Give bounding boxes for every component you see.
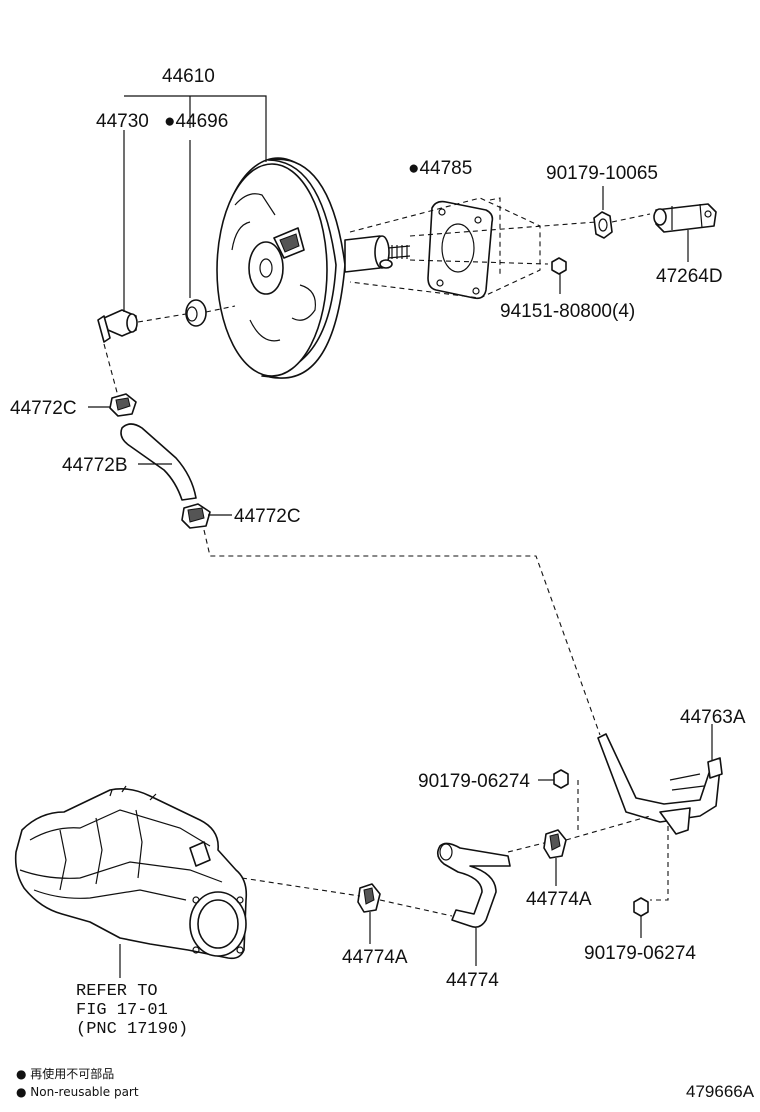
label-44774A-right: 44774A	[526, 889, 592, 910]
label-47264D: 47264D	[656, 266, 723, 287]
label-44696: ●44696	[164, 111, 228, 132]
legend-line-2: ● Non-reusable part	[16, 1085, 139, 1099]
intake-manifold	[14, 785, 248, 960]
check-valve-44730	[97, 309, 138, 343]
vacuum-tube-44763A	[597, 733, 723, 835]
clip-44772C-bottom	[181, 503, 211, 529]
gasket	[427, 200, 494, 300]
label-44774: 44774	[446, 970, 499, 991]
label-90179-06274-a: 90179-06274	[418, 771, 530, 792]
refer-line-1: REFER TO	[76, 982, 158, 1001]
hose-44774	[436, 842, 511, 928]
hose-44772B	[120, 423, 197, 501]
label-94151-80800: 94151-80800(4)	[500, 301, 635, 322]
nut-94151-80800	[551, 257, 567, 275]
clevis-47264D	[653, 203, 717, 233]
label-90179-10065: 90179-10065	[546, 163, 658, 184]
brake-booster	[216, 157, 411, 379]
nut-90179-06274-b	[633, 897, 649, 917]
nut-90179-06274-a	[553, 769, 569, 789]
clip-44772C-top	[109, 393, 137, 417]
label-44772B: 44772B	[62, 455, 128, 476]
clip-44774A-left	[357, 883, 381, 913]
label-44772C-bottom: 44772C	[234, 506, 301, 527]
legend-line-1: ● 再使用不可部品	[16, 1066, 114, 1081]
figure-id: 479666A	[686, 1082, 755, 1101]
mounting-projection	[349, 197, 651, 299]
label-44610: 44610	[162, 66, 215, 87]
label-44763A: 44763A	[680, 707, 746, 728]
clip-44774A-right	[543, 829, 567, 859]
grommet-44696	[185, 299, 207, 327]
refer-line-2: FIG 17-01	[76, 1001, 168, 1020]
label-90179-06274-b: 90179-06274	[584, 943, 696, 964]
refer-line-3: (PNC 17190)	[76, 1020, 188, 1039]
label-44772C-top: 44772C	[10, 398, 77, 419]
label-44730: 44730	[96, 111, 149, 132]
nut-90179-10065	[593, 211, 613, 239]
label-44785: ●44785	[408, 158, 472, 179]
label-44774A-left: 44774A	[342, 947, 408, 968]
